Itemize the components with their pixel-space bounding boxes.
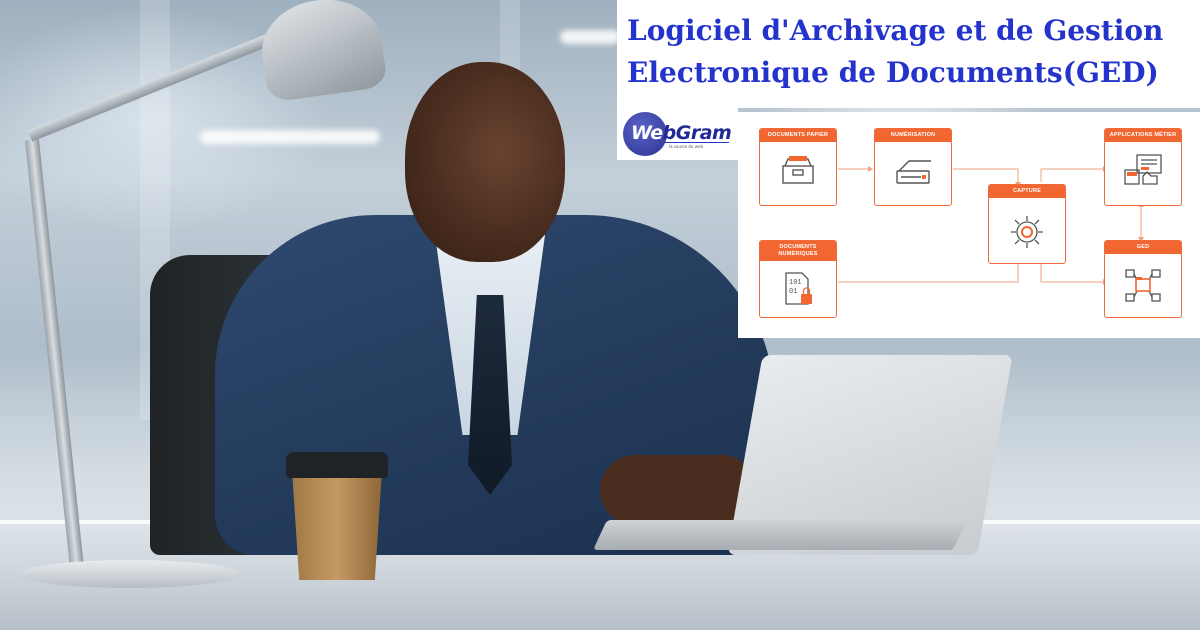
logo-tagline: la source du web xyxy=(669,144,704,149)
person-hand xyxy=(600,455,750,525)
logo-underline xyxy=(665,142,729,143)
logo-wordmark-part: We xyxy=(631,122,663,144)
node-label: DOCUMENTS NUMÉRIQUES xyxy=(760,241,836,261)
node-label: APPLICATIONS MÉTIER xyxy=(1105,129,1181,142)
person-tie xyxy=(468,295,512,495)
node-applications-metier: APPLICATIONS MÉTIER xyxy=(1104,128,1182,206)
title-block: Logiciel d'Archivage et de Gestion Elect… xyxy=(617,0,1200,108)
arrowhead xyxy=(1138,237,1144,242)
node-capture: CAPTURE xyxy=(988,184,1066,264)
logo-wordmark-part: bGram xyxy=(662,122,732,144)
node-label: CAPTURE xyxy=(989,185,1065,198)
coffee-cup xyxy=(292,470,382,580)
business-apps-icon xyxy=(1124,154,1162,185)
node-label: NUMÉRISATION xyxy=(875,129,951,142)
arrowhead xyxy=(868,166,873,172)
node-label: DOCUMENTS PAPIER xyxy=(760,129,836,142)
title-line-2: Electronique de Documents(GED) xyxy=(627,56,1159,89)
coffee-cup-lid xyxy=(286,452,388,478)
ceiling-light xyxy=(560,30,620,44)
network-folder-icon xyxy=(1125,269,1161,302)
node-ged: GED xyxy=(1104,240,1182,318)
archive-box-icon xyxy=(782,156,814,184)
svg-text:101: 101 xyxy=(789,279,802,287)
node-documents-numeriques: DOCUMENTS NUMÉRIQUES 101 01 xyxy=(759,240,837,318)
person-head xyxy=(405,62,565,262)
title-line-1: Logiciel d'Archivage et de Gestion xyxy=(627,14,1164,47)
node-documents-papier: DOCUMENTS PAPIER xyxy=(759,128,837,206)
ged-workflow-diagram: DOCUMENTS PAPIER NUMÉRISATION xyxy=(738,112,1200,338)
arrow-capture-ged xyxy=(1040,264,1103,283)
svg-text:01: 01 xyxy=(789,288,797,296)
arrow-capture-applications xyxy=(1040,168,1103,182)
scanner-icon xyxy=(896,159,931,184)
lamp-base xyxy=(20,560,240,588)
gear-chip-icon xyxy=(1011,215,1043,248)
arrow-numerisation-capture xyxy=(953,168,1019,182)
logo-circle xyxy=(623,112,667,156)
webgram-logo: WebGram la source du web xyxy=(617,108,738,160)
node-numerisation: NUMÉRISATION xyxy=(874,128,952,206)
node-label: GED xyxy=(1105,241,1181,254)
binary-document-lock-icon: 101 01 xyxy=(785,272,812,305)
ceiling-light xyxy=(200,130,380,144)
arrow-numeriques-capture xyxy=(838,264,1019,283)
laptop-base xyxy=(593,520,967,550)
logo-wordmark: WebGram xyxy=(631,122,732,144)
